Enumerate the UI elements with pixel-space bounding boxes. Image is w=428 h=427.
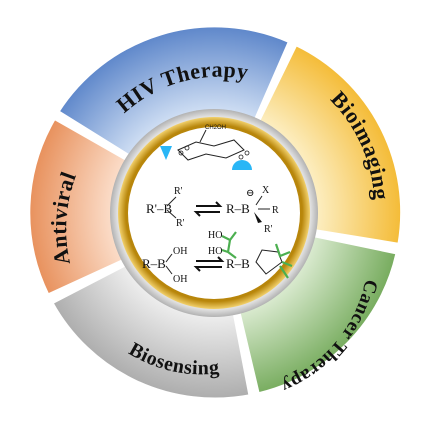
sugar-complex: CH2OH bbox=[160, 125, 252, 170]
r1-rprime: R' bbox=[264, 224, 273, 235]
eq-arrow-2-back bbox=[193, 266, 222, 272]
r2-oh-top: OH bbox=[173, 246, 187, 257]
sugar-label: CH2OH bbox=[205, 125, 226, 131]
eq-arrow-1-back bbox=[193, 211, 220, 217]
reaction-1: R'–B R' R' R–B ⊖ X R R' bbox=[146, 185, 279, 235]
eq-arrow-1-forward bbox=[196, 201, 223, 207]
r1-r: R bbox=[272, 205, 279, 216]
boronate-green bbox=[274, 243, 293, 279]
r2-oh-bottom: OH bbox=[173, 274, 187, 285]
blue-dome-right bbox=[232, 160, 252, 170]
r2-diol-ho1: HO bbox=[208, 230, 222, 241]
r1-charge: ⊖ bbox=[246, 188, 254, 199]
r1-right: R–B bbox=[226, 201, 250, 216]
r2-right: R–B bbox=[226, 256, 250, 271]
r1-sub-top: R' bbox=[174, 186, 183, 197]
r2-left: R–B bbox=[142, 256, 166, 271]
diol-green bbox=[221, 231, 237, 259]
reaction-2: HO HO R–B OH OH R–B bbox=[142, 230, 293, 285]
eq-arrow-2-forward bbox=[196, 256, 225, 262]
r1-x: X bbox=[262, 185, 270, 196]
r1-left: R'–B bbox=[146, 201, 173, 216]
r1-sub-bottom: R' bbox=[176, 218, 185, 229]
blue-wedge-left bbox=[160, 146, 172, 160]
r2-diol-ho2: HO bbox=[208, 246, 222, 257]
